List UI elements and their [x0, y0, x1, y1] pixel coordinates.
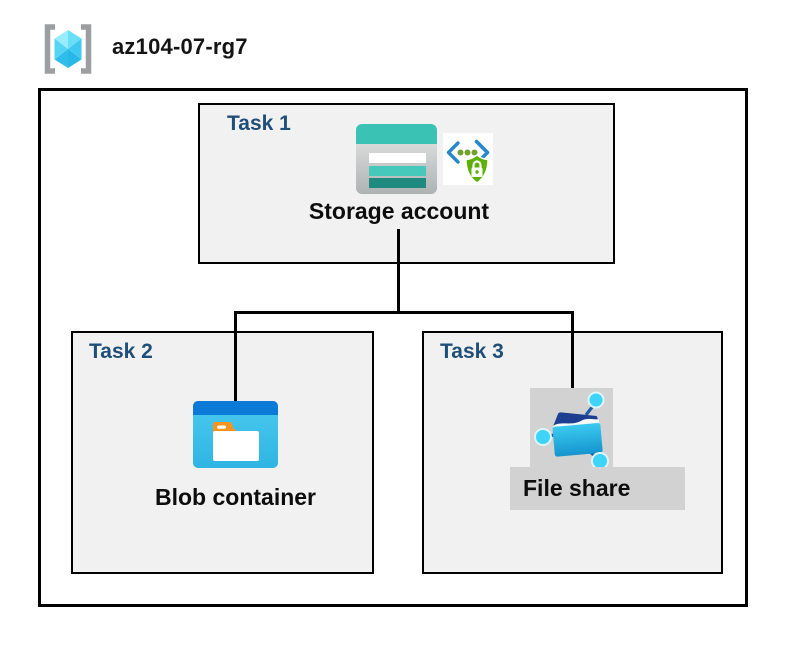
- task1-box: Task 1 Storage: [198, 103, 615, 264]
- secure-api-icon: [443, 133, 493, 185]
- file-share-icon-background: [530, 388, 613, 470]
- connector-to-fileshare: [571, 311, 574, 388]
- task1-label: Task 1: [227, 112, 291, 135]
- blob-container-label: Blob container: [154, 484, 316, 510]
- connector-storage-down: [397, 229, 400, 313]
- file-share-label: File share: [523, 475, 631, 501]
- file-share-icon: [534, 391, 609, 470]
- resource-group-title: az104-07-rg7: [112, 34, 248, 59]
- storage-account-label: Storage account: [308, 198, 490, 224]
- resource-group-icon: [44, 24, 92, 74]
- connector-horizontal: [234, 311, 574, 314]
- file-share-label-background: File share: [510, 467, 685, 510]
- connector-to-blob: [234, 311, 237, 401]
- task2-box: Task 2 Blob container: [71, 331, 374, 574]
- storage-account-icon: [356, 124, 437, 194]
- task2-label: Task 2: [89, 340, 153, 363]
- blob-container-icon: [193, 401, 278, 468]
- task3-label: Task 3: [440, 340, 504, 363]
